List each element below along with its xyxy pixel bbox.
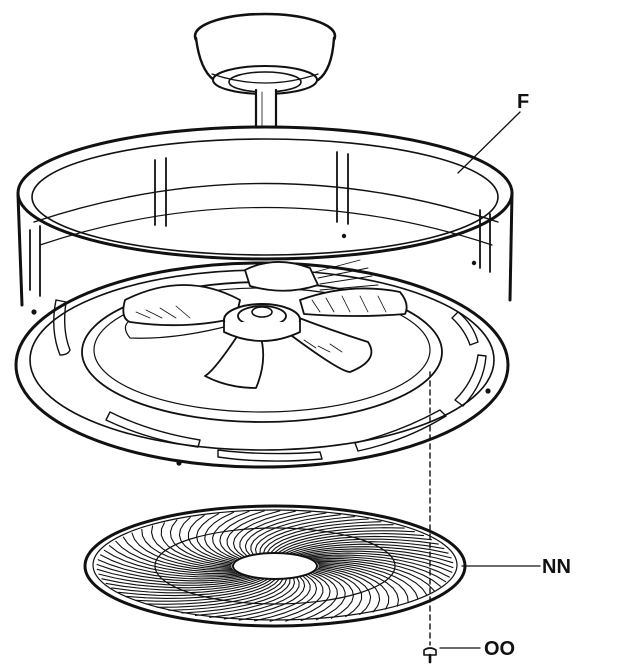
grille-wire (122, 536, 235, 572)
grille (83, 504, 467, 628)
grille-wire (98, 573, 254, 586)
grille-wire (150, 525, 232, 568)
grille-wire (314, 559, 435, 592)
grille-wire (204, 511, 236, 561)
cage-posts (29, 151, 491, 297)
grille-wire (125, 579, 272, 599)
grille-wire (259, 518, 369, 554)
grille-wire (97, 559, 245, 580)
grille-wire (274, 530, 415, 553)
grille-wire (318, 564, 400, 607)
grille-wire (96, 568, 251, 584)
grille-wire (285, 573, 331, 622)
grille-wire (285, 538, 439, 554)
grille-wire (296, 546, 452, 559)
grille-wire (238, 575, 311, 621)
grille-wire (117, 578, 268, 597)
callout-OO: OO (484, 638, 515, 660)
grille-wire (196, 513, 235, 562)
grille-wire (244, 512, 327, 556)
grille-wire (232, 510, 296, 557)
grille-wire (315, 570, 354, 619)
grille-wire (254, 575, 318, 622)
grille-wire (316, 568, 363, 618)
grille-wire (302, 550, 454, 569)
grille-wire (300, 572, 338, 622)
grille-wire (145, 579, 280, 605)
grille-spiral-wires (96, 510, 454, 622)
grille-wire (270, 527, 405, 553)
grille-wire (103, 549, 240, 576)
grille-wire (219, 510, 265, 559)
fan-housing (14, 125, 514, 469)
callout-F: F (517, 91, 529, 113)
grille-wire (187, 514, 234, 564)
grille-wire (269, 574, 324, 622)
ceiling-canopy (193, 12, 337, 95)
grille-wire (308, 554, 450, 578)
grille-wire (108, 545, 238, 575)
grille-wire (160, 522, 232, 567)
grille-wire (194, 577, 296, 616)
grille-wire (282, 535, 433, 554)
grille-wire (239, 511, 312, 557)
grille-wire (111, 578, 265, 594)
grille-wire (250, 514, 341, 555)
grille-wire (316, 561, 419, 600)
grille-wire (131, 532, 234, 571)
ring-slots (53, 299, 487, 462)
grille-wire (156, 578, 284, 608)
grille-wire (314, 571, 346, 621)
grille-wire (310, 556, 447, 583)
grille-wire (115, 540, 236, 573)
grille-wire (181, 578, 291, 614)
grille-wire (263, 521, 382, 554)
grille-wire (318, 566, 381, 613)
grille-wire (317, 567, 372, 616)
grille-wire (289, 541, 445, 554)
grille-wire (266, 524, 394, 554)
rivets (31, 233, 491, 466)
grille-wire (178, 516, 233, 565)
grille-wire (135, 579, 276, 602)
grille-wire (226, 510, 281, 558)
grille-wire (168, 578, 287, 611)
grille-wire (223, 576, 306, 620)
grille-wire (315, 560, 428, 596)
leader-line-F (457, 111, 521, 174)
grille-wire (169, 519, 232, 566)
grille-wire (100, 554, 242, 578)
grille-wire (212, 510, 250, 560)
grille-wire (209, 577, 300, 618)
callout-NN: NN (542, 556, 571, 578)
grille-wire (299, 548, 454, 564)
grille-wire (317, 563, 409, 604)
blade-assembly (122, 259, 408, 389)
grille-wire (278, 533, 425, 553)
grille-wire (312, 557, 442, 587)
grille-wire (293, 543, 449, 555)
screw (423, 647, 437, 664)
grille-wire (141, 528, 233, 569)
grille-wire (96, 563, 248, 582)
grille-wire (254, 516, 356, 555)
grille-wire (101, 577, 257, 589)
grille-wire (105, 578, 261, 591)
grille-wire (318, 565, 390, 610)
